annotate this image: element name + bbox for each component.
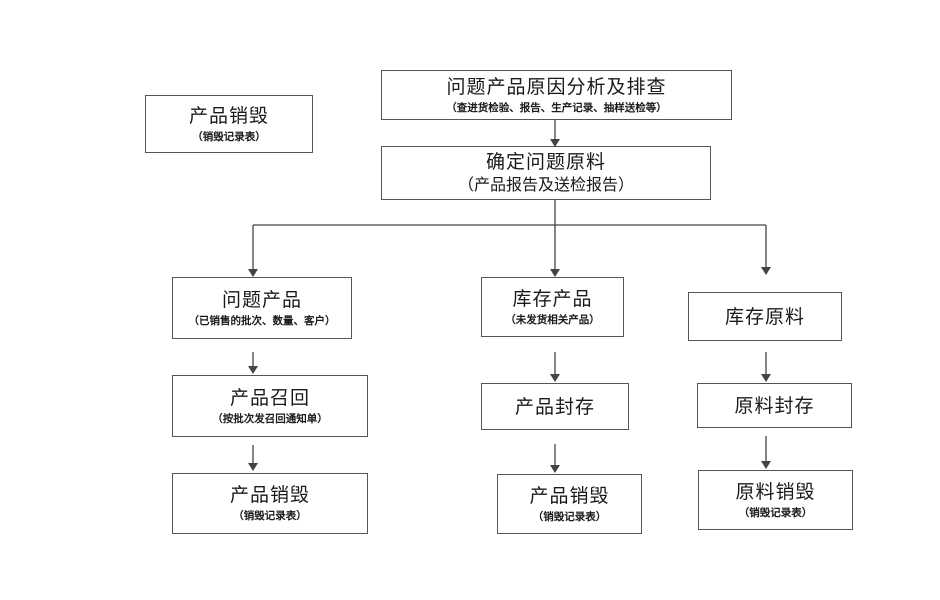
node-seal-product: 产品封存 bbox=[481, 383, 629, 430]
node-title: 产品销毁 bbox=[188, 104, 269, 127]
node-destroy-left: 产品销毁 （销毁记录表） bbox=[172, 473, 368, 534]
node-recall: 产品召回 （按批次发召回通知单） bbox=[172, 375, 368, 437]
node-title: 库存产品 bbox=[512, 287, 593, 310]
node-destroy-top: 产品销毁 （销毁记录表） bbox=[145, 95, 313, 153]
node-subtitle: （产品报告及送检报告） bbox=[457, 175, 634, 194]
node-subtitle: （查进货检验、报告、生产记录、抽样送检等） bbox=[446, 101, 667, 114]
node-title: 问题产品原因分析及排查 bbox=[446, 75, 667, 98]
node-problem-product: 问题产品 （已销售的批次、数量、客户） bbox=[172, 277, 352, 339]
node-stock-product: 库存产品 （未发货相关产品） bbox=[481, 277, 624, 337]
node-title: 确定问题原料 bbox=[485, 151, 606, 173]
node-title: 原料封存 bbox=[734, 394, 815, 417]
node-seal-material: 原料封存 bbox=[697, 383, 852, 428]
node-title: 产品销毁 bbox=[229, 484, 310, 506]
node-determine: 确定问题原料 （产品报告及送检报告） bbox=[381, 146, 711, 200]
node-title: 问题产品 bbox=[221, 288, 302, 311]
node-title: 原料销毁 bbox=[735, 480, 816, 503]
node-analysis: 问题产品原因分析及排查 （查进货检验、报告、生产记录、抽样送检等） bbox=[381, 70, 732, 120]
node-subtitle: （销毁记录表） bbox=[192, 130, 266, 143]
node-subtitle: （销毁记录表） bbox=[532, 510, 607, 523]
node-subtitle: （销毁记录表） bbox=[233, 510, 307, 522]
node-subtitle: （销毁记录表） bbox=[738, 506, 813, 519]
node-title: 产品封存 bbox=[514, 395, 595, 418]
node-title: 产品召回 bbox=[229, 386, 310, 409]
node-subtitle: （未发货相关产品） bbox=[505, 313, 600, 326]
node-destroy-mid: 产品销毁 （销毁记录表） bbox=[497, 474, 642, 534]
node-subtitle: （按批次发召回通知单） bbox=[212, 412, 328, 425]
node-destroy-material: 原料销毁 （销毁记录表） bbox=[698, 470, 853, 530]
node-subtitle: （已销售的批次、数量、客户） bbox=[188, 314, 336, 327]
node-title: 产品销毁 bbox=[529, 484, 610, 507]
node-title: 库存原料 bbox=[724, 305, 805, 328]
node-stock-material: 库存原料 bbox=[688, 292, 842, 341]
